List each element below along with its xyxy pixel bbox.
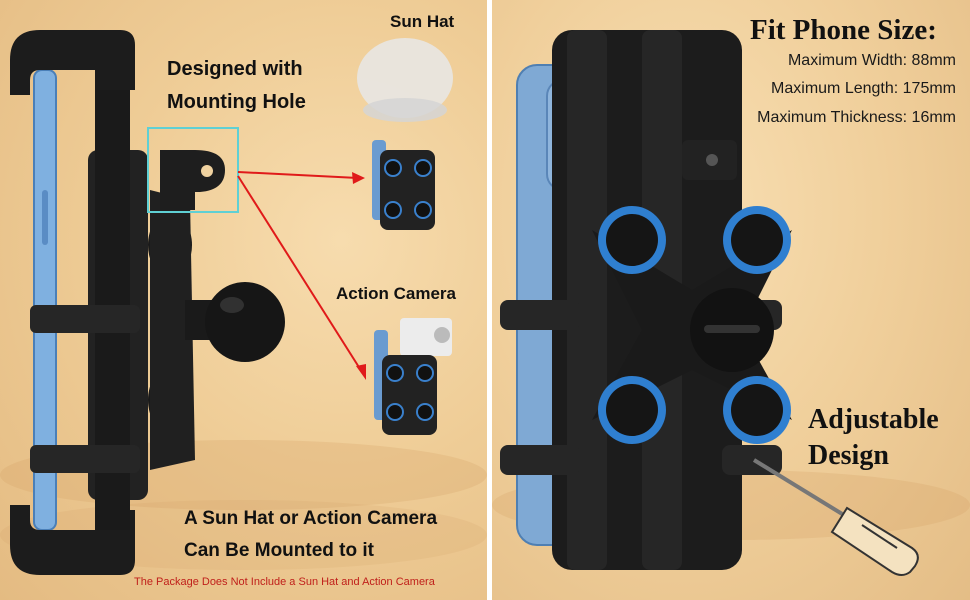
max-length-spec: Maximum Length: 175mm (771, 80, 956, 97)
mounting-hole-text: Mounting Hole (167, 91, 306, 113)
arrowhead (356, 364, 366, 380)
side-tab (500, 445, 580, 475)
right-panel: Fit Phone Size: Maximum Width: 88mm Maxi… (492, 0, 970, 600)
sun-hat-shape (357, 38, 453, 118)
knob-thumb (386, 403, 404, 421)
sun-hat-label: Sun Hat (390, 12, 455, 31)
knob-thumb (386, 364, 404, 382)
arrowhead (352, 172, 365, 184)
mounting-hole-tab (160, 150, 225, 210)
adjust-knob-core (606, 384, 658, 436)
screwdriver-grip (861, 524, 898, 549)
screwdriver-handle (830, 506, 919, 576)
max-thickness-spec: Maximum Thickness: 16mm (757, 109, 956, 126)
side-tab (500, 300, 580, 330)
action-camera-label: Action Camera (336, 284, 456, 303)
ball-slot (704, 325, 760, 333)
sun-hat-brim (363, 98, 447, 122)
side-tab (30, 305, 140, 333)
adjustable-text: Adjustable (808, 404, 939, 435)
adjust-knob-core (606, 214, 658, 266)
front-mount-illustration (500, 30, 919, 576)
arrow-to-sun-hat (237, 171, 359, 179)
knob-thumb (384, 201, 402, 219)
screwdriver-shaft (752, 458, 854, 522)
left-panel: Designed with Mounting Hole Sun Hat Acti… (0, 0, 487, 600)
design-text: Design (808, 440, 889, 471)
ball-joint (205, 282, 285, 362)
action-camera-shape (400, 318, 452, 356)
ball-highlight (220, 297, 244, 313)
adjust-knob-core (731, 384, 783, 436)
arrow-to-action-camera (237, 175, 363, 373)
x-bracket (150, 190, 195, 470)
highlight-box (147, 127, 239, 213)
phone-button (42, 190, 48, 245)
camera-lens (434, 327, 450, 343)
knob-thumb (384, 159, 402, 177)
mount-caption-line1: A Sun Hat or Action Camera (184, 508, 438, 529)
knob-thumb (416, 364, 434, 382)
knob-thumb (414, 159, 432, 177)
side-mount-illustration (10, 30, 453, 575)
adjust-knob-core (731, 214, 783, 266)
top-clamp (10, 30, 135, 95)
fit-phone-size-title: Fit Phone Size: (750, 14, 937, 46)
designed-with-text: Designed with (167, 58, 303, 80)
knob-thumb (414, 201, 432, 219)
side-tab (30, 445, 140, 473)
package-note: The Package Does Not Include a Sun Hat a… (134, 576, 435, 588)
mount-caption-line2: Can Be Mounted to it (184, 540, 374, 561)
mount-column (567, 30, 607, 570)
knob-thumb (416, 403, 434, 421)
mounting-hole (706, 154, 718, 166)
panel-divider (487, 0, 492, 600)
max-width-spec: Maximum Width: 88mm (787, 52, 956, 69)
mounting-hole (201, 165, 213, 177)
